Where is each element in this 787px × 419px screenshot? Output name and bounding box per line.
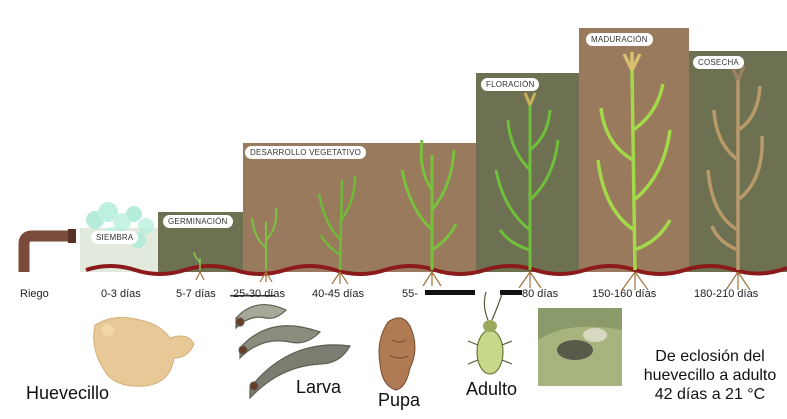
insect-label-larva: Larva	[296, 377, 341, 398]
timeline-bar	[425, 290, 475, 295]
insect-label-pupa: Pupa	[378, 390, 420, 411]
timeline-label: 40-45 días	[312, 288, 364, 300]
insect-label-adulto: Adulto	[466, 379, 517, 400]
pupa-image	[379, 318, 415, 390]
stage-label-siembra: SIEMBRA	[91, 231, 138, 244]
stage-label-floracion: FLORACIÓN	[481, 78, 539, 91]
stage-label-maduracion: MADURACIÓN	[586, 33, 653, 46]
timeline-label: 25-30 días	[233, 288, 285, 300]
timeline-label: 80 días	[522, 288, 558, 300]
stage-label-desarrollo-vegetativo: DESARROLLO VEGETATIVO	[245, 146, 366, 159]
note-line-1: De eclosión del	[632, 347, 787, 366]
insect-label-huevecillo: Huevecillo	[26, 383, 109, 404]
development-time-note: De eclosión del huevecillo a adulto 42 d…	[632, 347, 787, 404]
plant-damage-photo-image	[538, 308, 622, 386]
stage-label-germinacion: GERMINACIÓN	[163, 215, 233, 228]
adult-beetle-image	[468, 292, 512, 374]
note-line-2: huevecillo a adulto	[632, 366, 787, 385]
irrigation-pipe	[24, 229, 76, 272]
timeline-label: 180-210 días	[694, 288, 758, 300]
timeline-bar	[500, 290, 522, 295]
stage-label-cosecha: COSECHA	[693, 56, 744, 69]
timeline-label: 0-3 días	[101, 288, 141, 300]
egg-mass-image	[94, 317, 194, 386]
note-line-3: 42 días a 21 °C	[632, 385, 787, 404]
timeline-label: 55-	[402, 288, 418, 300]
timeline-label: 150-160 días	[592, 288, 656, 300]
timeline-label: 5-7 días	[176, 288, 216, 300]
timeline-label: Riego	[20, 288, 49, 300]
stage-block-desarrollo	[243, 143, 476, 272]
